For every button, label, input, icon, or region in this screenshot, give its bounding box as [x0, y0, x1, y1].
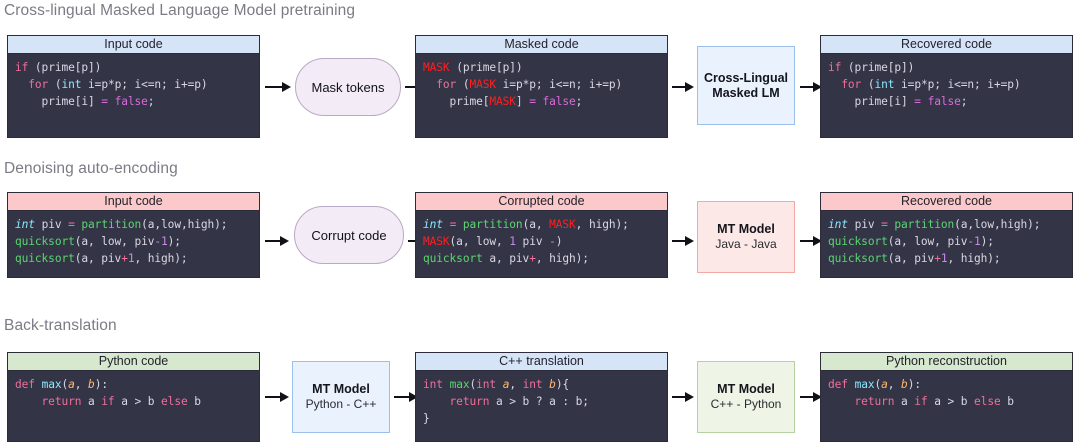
code-block-input-mlm: if (prime[p]) for (int i=p*p; i<=n; i+=p…	[15, 61, 208, 108]
card-header: Input code	[8, 36, 259, 54]
op-corrupt-code: Corrupt code	[294, 206, 404, 264]
model-subtitle: Masked LM	[712, 85, 780, 100]
code-block-python: def max(a, b): return a if a > b else b	[15, 378, 201, 408]
arrow-corrupted-to-model	[672, 236, 694, 246]
card-input-code-mlm: Input code if (prime[p]) for (int i=p*p;…	[7, 35, 260, 138]
card-header: C++ translation	[416, 353, 667, 371]
op-mask-tokens: Mask tokens	[295, 58, 401, 116]
card-recovered-code-dae: Recovered code int piv = partition(a,low…	[820, 192, 1073, 278]
arrow-model2-to-recon	[800, 392, 822, 402]
model-box-mt-java-java: MT Model Java - Java	[697, 201, 795, 273]
code-block-corrupted: int = partition(a, MASK, high);MASK(a, l…	[423, 218, 629, 265]
code-block-recon: def max(a, b): return a if a > b else b	[828, 378, 1014, 408]
arrow-model-to-recovered	[800, 82, 822, 92]
arrow-cpp-to-model2	[672, 392, 694, 402]
arrow-python-to-model1	[265, 392, 289, 402]
op-label: Mask tokens	[311, 79, 385, 95]
model-box-cross-lingual-masked-lm: Cross-Lingual Masked LM	[697, 46, 795, 125]
arrow-input-to-mask	[265, 82, 291, 92]
model-box-mt-python-cpp: MT Model Python - C++	[292, 361, 390, 433]
code-block-recovered-mlm: if (prime[p]) for (int i=p*p; i<=n; i+=p…	[828, 61, 1021, 108]
card-header: Python code	[8, 353, 259, 371]
card-masked-code: Masked code MASK (prime[p]) for (MASK i=…	[415, 35, 668, 138]
card-header: Recovered code	[821, 36, 1072, 54]
model-title: Cross-Lingual	[703, 70, 789, 85]
section-title-mlm: Cross-lingual Masked Language Model pret…	[4, 2, 356, 19]
card-cpp-translation: C++ translation int max(int a, int b){ r…	[415, 352, 668, 442]
card-header: Python reconstruction	[821, 353, 1072, 371]
card-header: Masked code	[416, 36, 667, 54]
card-python-reconstruction: Python reconstruction def max(a, b): ret…	[820, 352, 1073, 442]
card-header: Input code	[8, 193, 259, 211]
card-python-code: Python code def max(a, b): return a if a…	[7, 352, 260, 442]
model-title: MT Model	[717, 382, 775, 396]
model-title: MT Model	[717, 222, 775, 236]
arrow-masked-to-model	[672, 82, 694, 92]
section-title-dae: Denoising auto-encoding	[4, 160, 178, 177]
code-block-masked: MASK (prime[p]) for (MASK i=p*p; i<=n; i…	[423, 61, 623, 108]
model-box-mt-cpp-python: MT Model C++ - Python	[697, 361, 795, 433]
arrow-input-to-corrupt	[265, 236, 289, 246]
model-subtitle: Java - Java	[715, 237, 777, 251]
arrow-model-to-recovered-dae	[800, 236, 822, 246]
arrow-model1-to-cpp	[394, 392, 418, 402]
model-subtitle: C++ - Python	[710, 397, 782, 411]
code-block-input-dae: int piv = partition(a,low,high);quicksor…	[15, 218, 228, 265]
model-title: MT Model	[312, 382, 370, 396]
card-header: Corrupted code	[416, 193, 667, 211]
op-label: Corrupt code	[311, 227, 387, 243]
code-block-recovered-dae: int piv = partition(a,low,high);quicksor…	[828, 218, 1041, 265]
card-recovered-code-mlm: Recovered code if (prime[p]) for (int i=…	[820, 35, 1073, 138]
model-subtitle: Python - C++	[305, 397, 377, 411]
code-block-cpp: int max(int a, int b){ return a > b ? a …	[423, 378, 589, 425]
card-input-code-dae: Input code int piv = partition(a,low,hig…	[7, 192, 260, 278]
section-title-bt: Back-translation	[4, 317, 117, 334]
card-corrupted-code: Corrupted code int = partition(a, MASK, …	[415, 192, 668, 278]
card-header: Recovered code	[821, 193, 1072, 211]
